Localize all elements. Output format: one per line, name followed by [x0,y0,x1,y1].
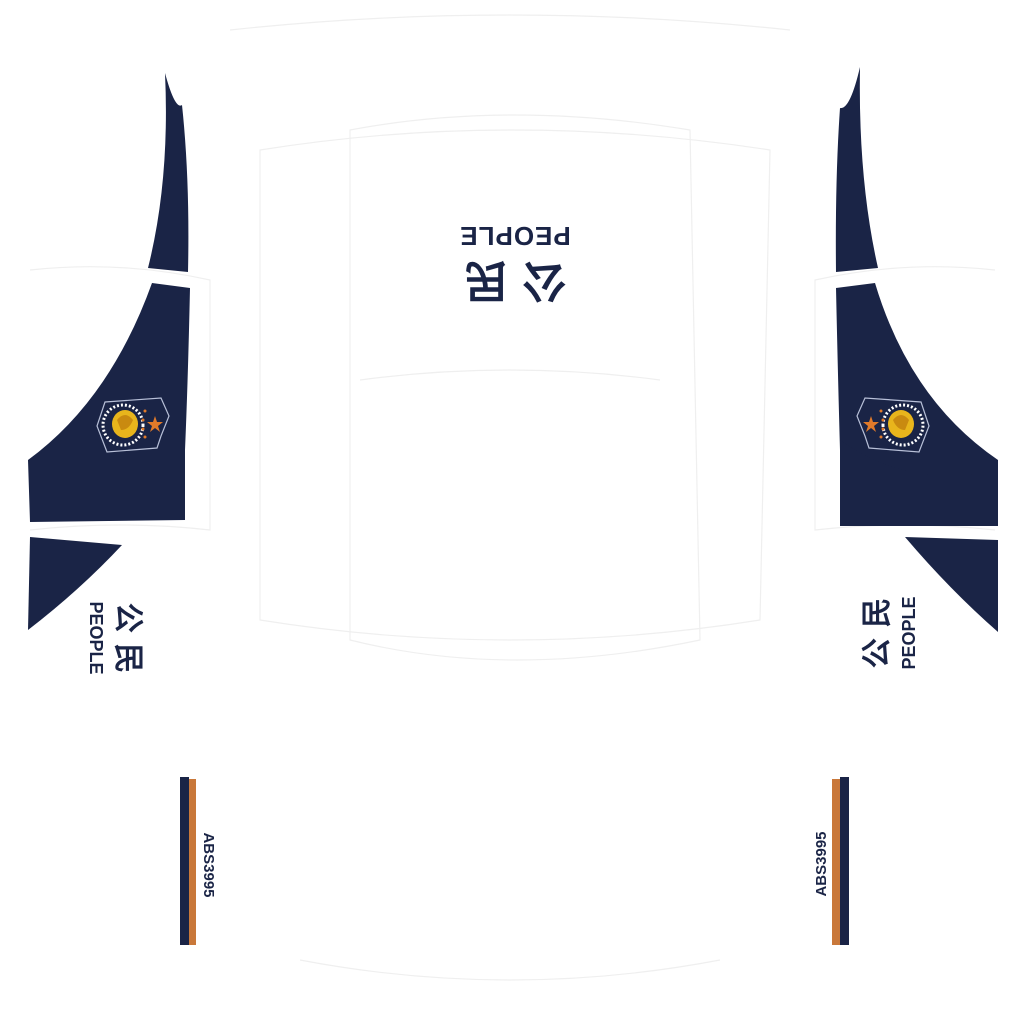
left-cjk-text: 公 民 [110,602,145,674]
right-door-stripe [832,777,849,945]
emblem-icon [96,397,170,453]
emblem-icon [856,397,930,453]
left-side-decal: 公 民 PEOPLE [82,583,145,693]
orange-band [832,779,840,945]
police-emblem-right [855,396,931,454]
left-plate-wrap: ABS3995 [199,825,217,905]
right-cjk-text: 公 民 [860,597,895,669]
orange-band [189,779,196,945]
navy-band [180,777,189,945]
right-plate-wrap: ABS3995 [813,824,831,904]
right-plate-id: ABS3995 [813,831,830,897]
roof-people-text: PEOPLE [459,221,571,251]
left-door-stripe [180,777,196,945]
left-people-text: PEOPLE [86,601,106,675]
roof-decal: 公 民 PEOPLE [440,205,590,306]
left-plate-id: ABS3995 [200,832,217,898]
right-people-text: PEOPLE [899,596,919,670]
police-emblem-left [95,396,171,454]
navy-band [840,777,849,945]
right-side-decal: 公 民 PEOPLE [860,578,923,688]
roof-cjk-text: 公 民 [463,255,567,306]
